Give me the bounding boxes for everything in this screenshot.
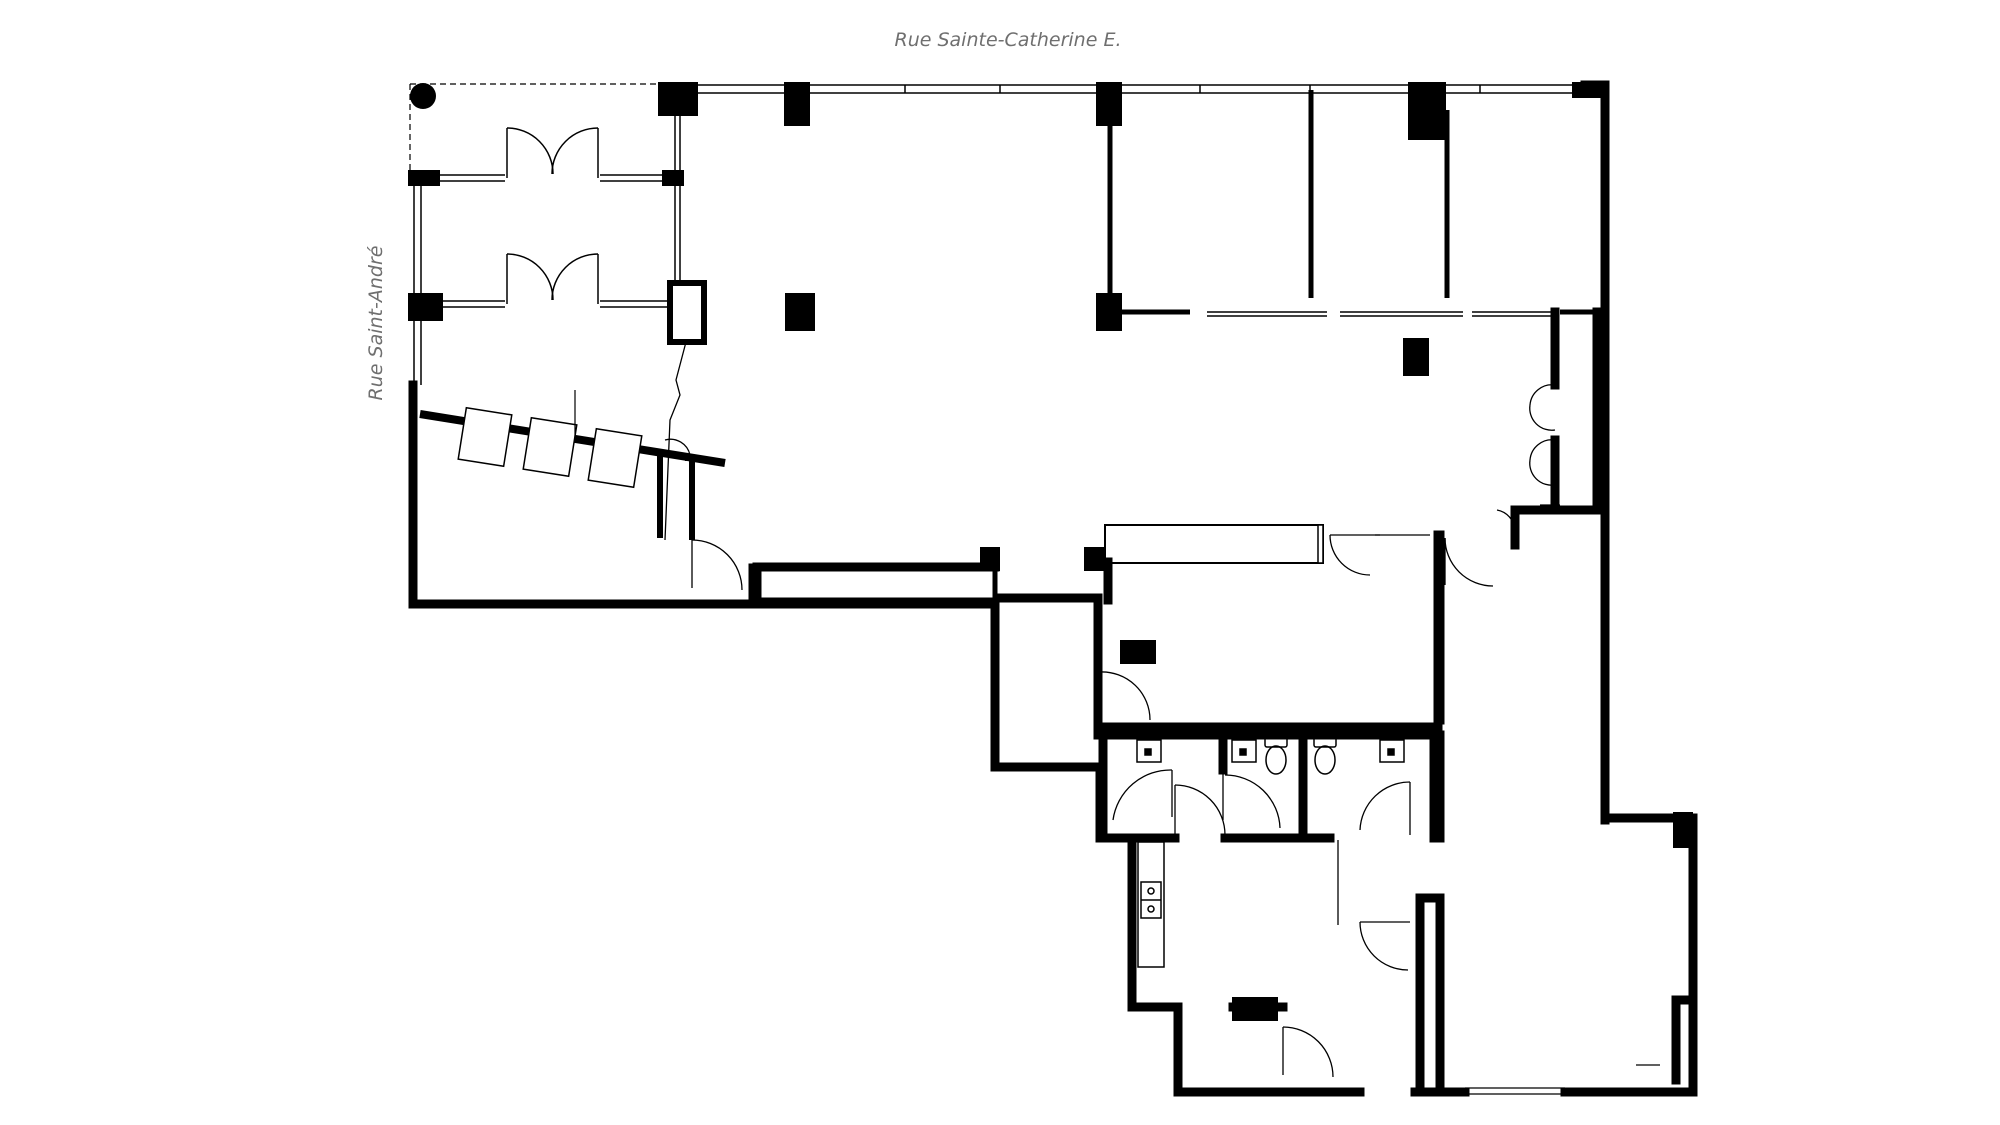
door-swings: [691, 384, 1660, 1095]
column: [1408, 82, 1446, 140]
sink: [1136, 739, 1162, 763]
north-facade-glazing: [680, 84, 1585, 94]
column: [662, 170, 684, 186]
kitchenette: [1137, 841, 1165, 968]
west-facade-glazing: [413, 110, 681, 385]
column: [408, 170, 440, 186]
column: [1096, 82, 1122, 126]
bench: [748, 563, 998, 603]
column: [1232, 997, 1278, 1021]
diagonal-seating: [419, 390, 726, 489]
column: [658, 82, 698, 116]
chair: [457, 406, 513, 468]
street-label-west: Rue Saint-André: [365, 246, 387, 401]
toilet-tank: [1264, 736, 1288, 748]
vestibule-box: [667, 280, 707, 345]
column: [1120, 640, 1156, 664]
reception-counter: [1104, 524, 1324, 564]
column: [785, 293, 815, 331]
corner-dashed-outline: [409, 83, 665, 170]
chair: [522, 416, 578, 478]
vestibule-partitions: [440, 127, 670, 308]
column: [1084, 547, 1104, 571]
office-partitions: [1107, 90, 1600, 315]
column: [1096, 293, 1122, 331]
column: [1673, 812, 1693, 848]
folding-partition: [664, 341, 687, 541]
small-closet: [657, 438, 700, 540]
washroom-fixtures: [1136, 736, 1405, 775]
walls: [408, 80, 1698, 1097]
column: [1403, 338, 1429, 376]
column: [784, 82, 810, 126]
sink: [1231, 739, 1257, 763]
kitchen-counter: [1137, 841, 1165, 968]
chair: [587, 427, 643, 489]
columns: [408, 82, 1693, 1021]
counter-end: [1317, 524, 1324, 564]
toilet-bowl: [1265, 745, 1287, 775]
column: [1572, 82, 1606, 98]
sink: [1379, 739, 1405, 763]
toilet-bowl: [1314, 745, 1336, 775]
corner-column-round: [410, 83, 436, 109]
column: [408, 293, 443, 321]
street-label-north: Rue Sainte-Catherine E.: [895, 29, 1122, 51]
office-sliding-doors: [1207, 311, 1555, 317]
toilet-tank: [1313, 736, 1337, 748]
